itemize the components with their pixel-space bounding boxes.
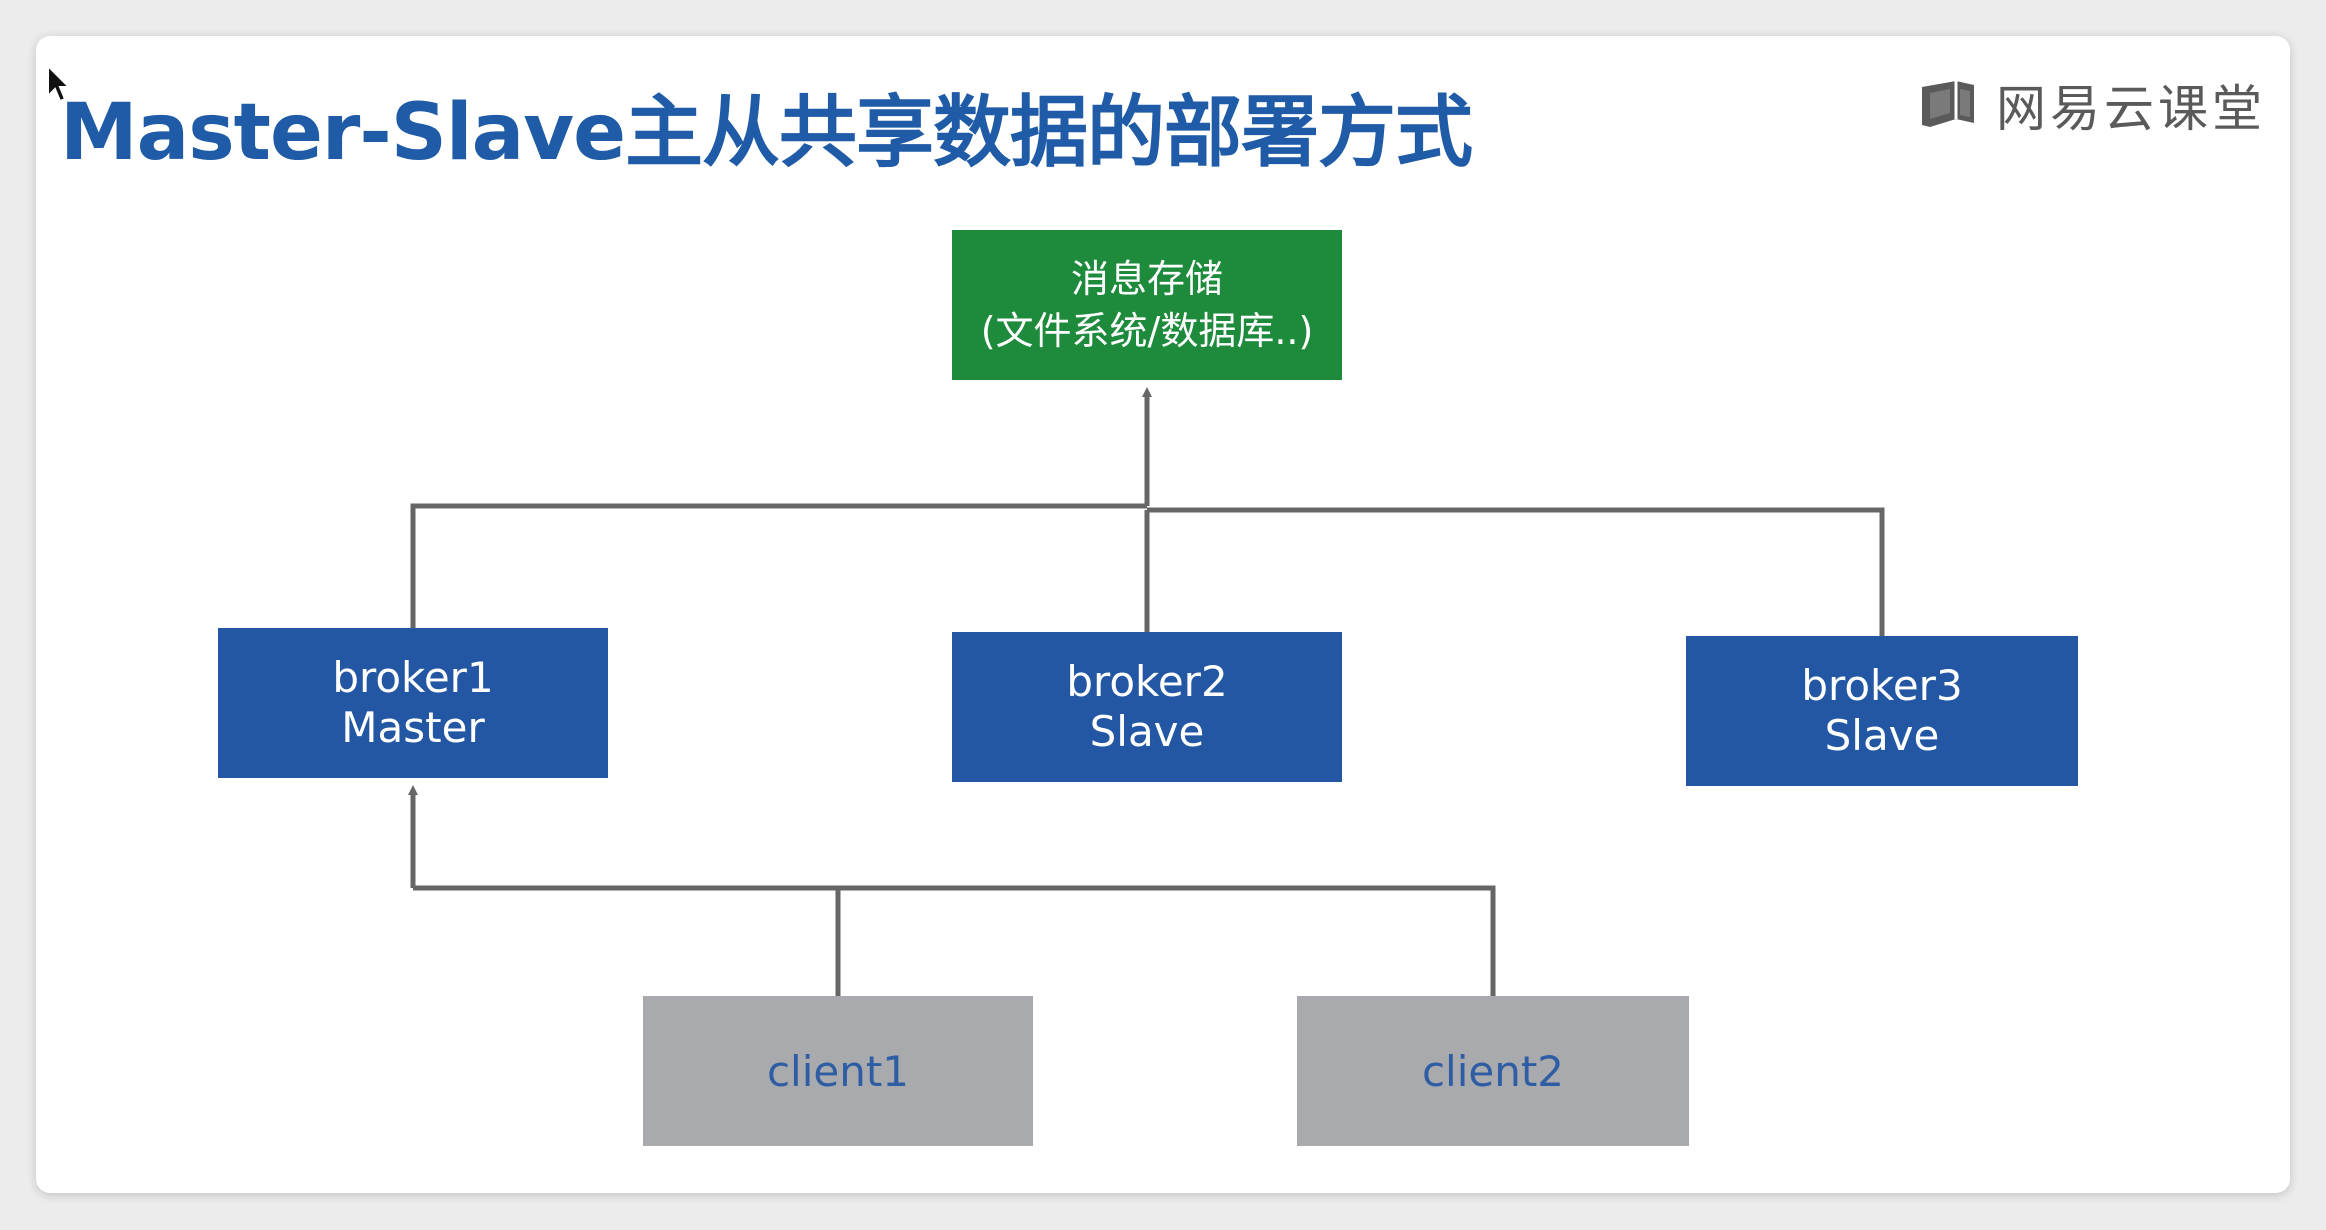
broker3-name: broker3 [1801, 661, 1963, 710]
slide-title: Master-Slave主从共享数据的部署方式 [60, 88, 1473, 178]
connector-broker3 [1147, 507, 1885, 636]
storage-label: 消息存储 [1070, 257, 1223, 301]
storage-sublabel: (文件系统/数据库..) [980, 309, 1314, 353]
client2-name: client2 [1421, 1046, 1565, 1096]
slide: Master-Slave主从共享数据的部署方式 网易云课堂 [36, 36, 2290, 1193]
broker2-name: broker2 [1066, 657, 1228, 706]
book-icon [1922, 81, 1974, 127]
connectors [408, 387, 1885, 996]
client1-name: client1 [766, 1046, 910, 1096]
logo-text: 网易云课堂 [1996, 80, 2266, 138]
broker3-box: broker3 Slave [1686, 636, 2078, 786]
broker3-role: Slave [1824, 711, 1940, 760]
broker1-name: broker1 [332, 653, 494, 702]
broker1-box: broker1 Master [218, 628, 608, 778]
broker2-box: broker2 Slave [952, 632, 1342, 782]
client2-box: client2 [1297, 996, 1689, 1146]
broker1-role: Master [341, 703, 485, 752]
broker2-role: Slave [1089, 707, 1205, 756]
connector-broker1 [410, 503, 1147, 628]
message-storage-box: 消息存储 (文件系统/数据库..) [952, 230, 1342, 380]
mouse-cursor-icon [47, 64, 72, 103]
client1-box: client1 [643, 996, 1033, 1146]
connector-client2 [838, 885, 1496, 996]
connector-client1 [413, 885, 841, 996]
logo: 网易云课堂 [1916, 70, 2266, 140]
